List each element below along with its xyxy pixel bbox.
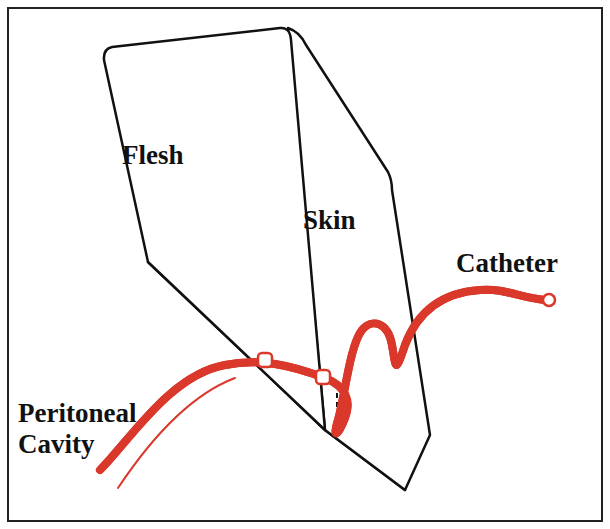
part-label: Skin bbox=[303, 205, 383, 236]
part-label: Peritoneal Cavity bbox=[18, 398, 168, 460]
frame bbox=[8, 8, 602, 521]
catheter-cuff bbox=[258, 353, 272, 367]
catheter-cuff bbox=[316, 370, 330, 384]
tissue-block bbox=[104, 28, 430, 490]
catheter-tube bbox=[100, 290, 545, 488]
part-label: Catheter bbox=[456, 248, 596, 279]
catheter-cap bbox=[543, 294, 555, 306]
part-label: Flesh bbox=[122, 140, 232, 171]
